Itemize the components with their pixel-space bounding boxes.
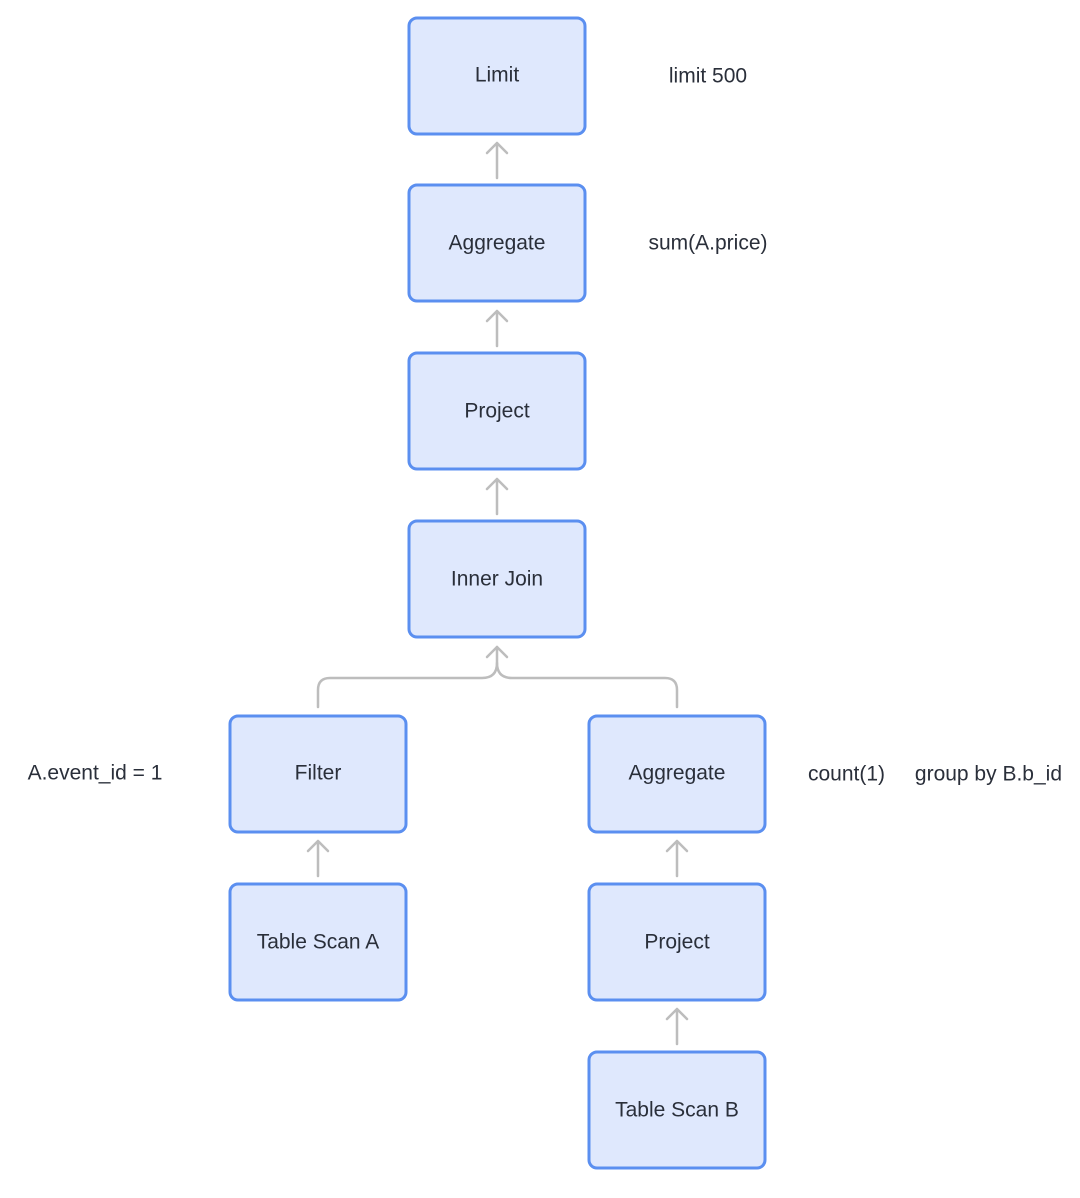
node-label: Filter (295, 762, 342, 785)
node-project-right: Project (587, 882, 767, 1002)
edge-aggregate-to-join (495, 661, 679, 709)
node-aggregate-top: Aggregate (407, 183, 587, 303)
note-aggregate-group: group by B.b_id (915, 763, 1062, 786)
edge-project-to-aggregate-right (665, 839, 689, 878)
node-table-scan-a: Table Scan A (228, 882, 408, 1002)
edge-project-to-aggregate (485, 309, 509, 348)
node-label: Project (464, 400, 530, 423)
note-aggregate-count: count(1) (808, 763, 885, 786)
note-filter: A.event_id = 1 (28, 762, 163, 785)
edge-filter-to-join (316, 645, 499, 709)
node-aggregate-right: Aggregate (587, 714, 767, 834)
node-table-scan-b: Table Scan B (587, 1050, 767, 1170)
node-label: Inner Join (451, 568, 543, 591)
edge-aggregate-to-limit (485, 141, 509, 180)
edges (306, 141, 689, 1046)
node-inner-join: Inner Join (407, 519, 587, 639)
node-label: Limit (475, 64, 520, 87)
node-project-top: Project (407, 351, 587, 471)
node-label: Table Scan A (257, 931, 380, 954)
note-limit: limit 500 (669, 65, 747, 88)
edge-join-arrowhead (485, 645, 509, 659)
node-label: Table Scan B (615, 1099, 739, 1122)
node-label: Aggregate (449, 232, 546, 255)
node-label: Project (644, 931, 710, 954)
edge-scan-b-to-project (665, 1007, 689, 1046)
node-label: Aggregate (629, 762, 726, 785)
edge-scan-a-to-filter (306, 839, 330, 878)
note-aggregate-top: sum(A.price) (648, 232, 767, 255)
node-limit: Limit (407, 16, 587, 136)
node-filter: Filter (228, 714, 408, 834)
edge-join-to-project (485, 477, 509, 516)
